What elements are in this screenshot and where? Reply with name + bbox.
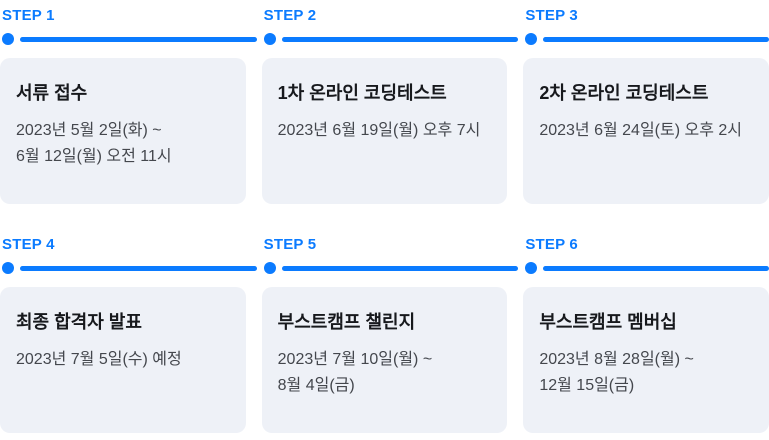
timeline-dot-icon [263, 262, 276, 274]
step-label: STEP 4 [2, 236, 55, 253]
timeline [0, 262, 257, 274]
step-dates: 2023년 6월 24일(토) 오후 2시 [539, 122, 742, 139]
step-card: 부스트캠프 멤버십 2023년 8월 28일(월) ~ 12월 15일(금) [523, 287, 769, 433]
timeline [262, 33, 519, 45]
steps-grid: STEP 1 서류 접수 2023년 5월 2일(화) ~ 6월 12일(월) … [0, 8, 769, 433]
timeline-line [543, 265, 769, 271]
step-section-4: STEP 4 최종 합격자 발표 2023년 7월 5일(수) 예정 [0, 236, 257, 433]
step-section-1: STEP 1 서류 접수 2023년 5월 2일(화) ~ 6월 12일(월) … [0, 7, 257, 204]
step-section-3: STEP 3 2차 온라인 코딩테스트 2023년 6월 24일(토) 오후 2… [523, 8, 769, 204]
step-dates: 2023년 5월 2일(화) ~ 6월 12일(월) 오전 11시 [16, 122, 172, 165]
step-title: 최종 합격자 발표 [16, 312, 142, 332]
timeline-line [20, 36, 257, 42]
timeline-dot-icon [525, 262, 538, 274]
step-label: STEP 2 [263, 7, 317, 24]
step-card: 서류 접수 2023년 5월 2일(화) ~ 6월 12일(월) 오전 11시 [0, 58, 246, 204]
timeline [0, 33, 257, 45]
step-title: 2차 온라인 코딩테스트 [539, 83, 709, 103]
step-section-5: STEP 5 부스트캠프 챌린지 2023년 7월 10일(월) ~ 8월 4일… [261, 236, 519, 433]
step-section-2: STEP 2 1차 온라인 코딩테스트 2023년 6월 19일(월) 오후 7… [261, 7, 519, 204]
step-label: STEP 5 [263, 236, 317, 253]
step-title: 1차 온라인 코딩테스트 [277, 83, 447, 103]
step-label: STEP 3 [525, 7, 578, 24]
step-dates: 2023년 7월 5일(수) 예정 [16, 351, 182, 368]
step-card: 1차 온라인 코딩테스트 2023년 6월 19일(월) 오후 7시 [261, 58, 508, 204]
step-dates: 2023년 6월 19일(월) 오후 7시 [277, 122, 481, 139]
step-card: 부스트캠프 챌린지 2023년 7월 10일(월) ~ 8월 4일(금) [261, 287, 508, 433]
timeline-line [281, 265, 519, 271]
step-card: 2차 온라인 코딩테스트 2023년 6월 24일(토) 오후 2시 [523, 58, 769, 204]
timeline-dot-icon [2, 262, 14, 274]
timeline-dot-icon [263, 33, 276, 45]
step-title: 서류 접수 [16, 83, 88, 103]
step-card: 최종 합격자 발표 2023년 7월 5일(수) 예정 [0, 287, 246, 433]
timeline-line [20, 265, 257, 271]
timeline-line [281, 36, 519, 42]
step-title: 부스트캠프 멤버십 [539, 312, 677, 332]
step-dates: 2023년 7월 10일(월) ~ 8월 4일(금) [277, 351, 433, 394]
timeline [523, 262, 769, 274]
timeline-line [543, 36, 769, 42]
timeline-dot-icon [2, 33, 14, 45]
step-section-6: STEP 6 부스트캠프 멤버십 2023년 8월 28일(월) ~ 12월 1… [523, 237, 769, 433]
step-label: STEP 1 [2, 7, 55, 24]
step-dates: 2023년 8월 28일(월) ~ 12월 15일(금) [539, 351, 694, 394]
timeline-dot-icon [525, 33, 538, 45]
timeline [523, 33, 769, 45]
step-label: STEP 6 [525, 236, 578, 253]
step-title: 부스트캠프 챌린지 [277, 312, 416, 332]
timeline [262, 262, 519, 274]
